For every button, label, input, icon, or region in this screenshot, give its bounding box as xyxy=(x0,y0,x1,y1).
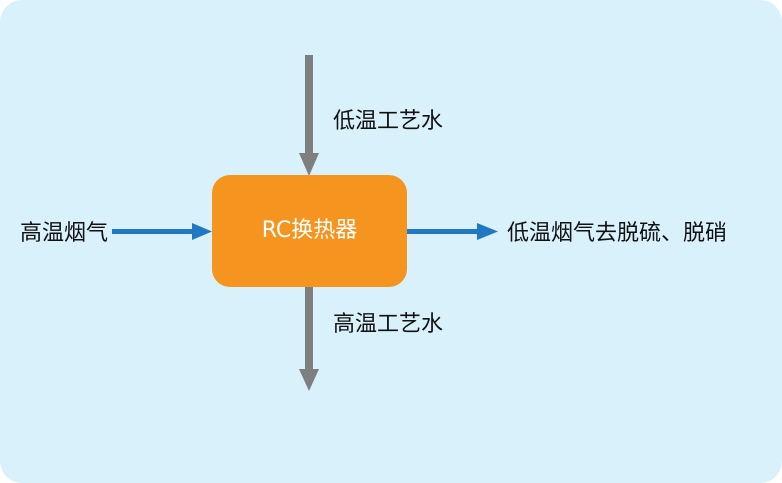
gas-inlet-label: 高温烟气 xyxy=(20,221,109,246)
gas-outlet-label: 低温烟气去脱硫、脱硝 xyxy=(507,221,728,246)
water-outlet-label: 高温工艺水 xyxy=(333,312,444,337)
water-outlet-arrow xyxy=(299,287,319,391)
water-inlet-arrow xyxy=(299,55,319,176)
water-inlet-label: 低温工艺水 xyxy=(333,109,444,134)
gas-outlet-arrow xyxy=(407,223,498,240)
heat-exchanger-label: RC换热器 xyxy=(261,218,358,243)
gas-inlet-arrow xyxy=(112,223,212,240)
rc-heat-exchanger-box: RC换热器 xyxy=(212,175,407,287)
